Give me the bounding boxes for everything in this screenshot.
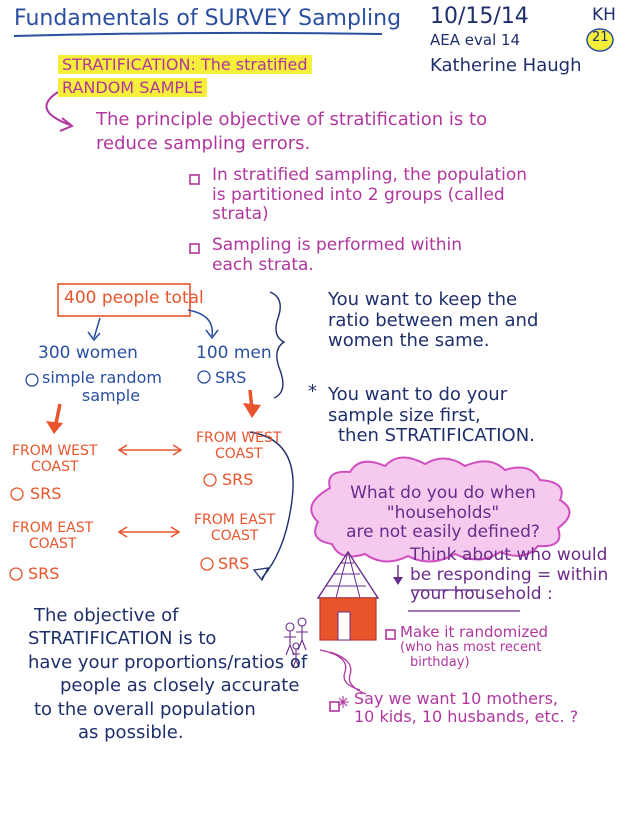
think-note: Think about who would be responding = wi… <box>410 545 609 605</box>
house-icon <box>316 550 380 695</box>
bullet-checkbox-icon <box>189 174 200 185</box>
asterisk-icon: * <box>308 381 317 402</box>
stratification-heading-line2: RANDOM SAMPLE <box>58 78 208 97</box>
women-west-method: SRS <box>30 484 62 503</box>
women-method: simple random sample <box>42 368 162 406</box>
objective-line2: reduce sampling errors. <box>96 133 311 154</box>
ratio-note: You want to keep the ratio between men a… <box>328 289 539 352</box>
men-west-label: FROM WEST COAST <box>196 430 282 463</box>
people-icon <box>284 617 308 668</box>
bullet-checkbox-icon <box>329 701 340 712</box>
randomize-note: Make it randomized (who has most recent … <box>400 623 549 671</box>
men-method: SRS <box>215 368 247 387</box>
curved-arrow-purple <box>45 91 71 126</box>
men-east-method: SRS <box>218 554 250 573</box>
stratification-heading-line1: STRATIFICATION: The stratified <box>58 55 312 74</box>
men-east-label: FROM EAST COAST <box>194 512 276 545</box>
men-label: 100 men <box>196 343 272 363</box>
thought-cloud <box>310 456 571 563</box>
women-east-label: FROM EAST COAST <box>12 520 94 553</box>
women-label: 300 women <box>38 343 138 363</box>
date-text: 10/15/14 <box>430 4 529 29</box>
stratification-objective: The objective of STRATIFICATION is to ha… <box>28 605 308 743</box>
sample-size-note: You want to do your sample size first, t… <box>328 384 535 447</box>
objective-line1: The principle objective of stratificatio… <box>96 109 488 130</box>
bullet-checkbox-icon <box>189 243 200 254</box>
brace <box>269 291 286 399</box>
men-west-method: SRS <box>222 470 254 489</box>
bullet-item: Sampling is performed within each strata… <box>212 235 463 275</box>
total-box <box>57 283 191 317</box>
author-name: Katherine Haugh <box>430 55 582 76</box>
page-number: 21 <box>592 30 609 45</box>
bullet-item: In stratified sampling, the population i… <box>212 165 528 225</box>
page-title: Fundamentals of SURVEY Sampling <box>14 6 402 31</box>
curved-arrow-navy <box>249 431 294 579</box>
bullet-checkbox-icon <box>385 629 396 640</box>
page-number-circle <box>586 28 614 52</box>
initials-text: KH <box>592 5 616 25</box>
event-text: AEA eval 14 <box>430 31 521 49</box>
title-underline <box>13 31 383 37</box>
women-east-method: SRS <box>28 564 60 583</box>
total-people-label: 400 people total <box>64 288 204 308</box>
cloud-question: What do you do when "households" are not… <box>346 483 540 543</box>
women-west-label: FROM WEST COAST <box>12 443 98 476</box>
example-note: Say we want 10 mothers, 10 kids, 10 husb… <box>354 689 579 727</box>
